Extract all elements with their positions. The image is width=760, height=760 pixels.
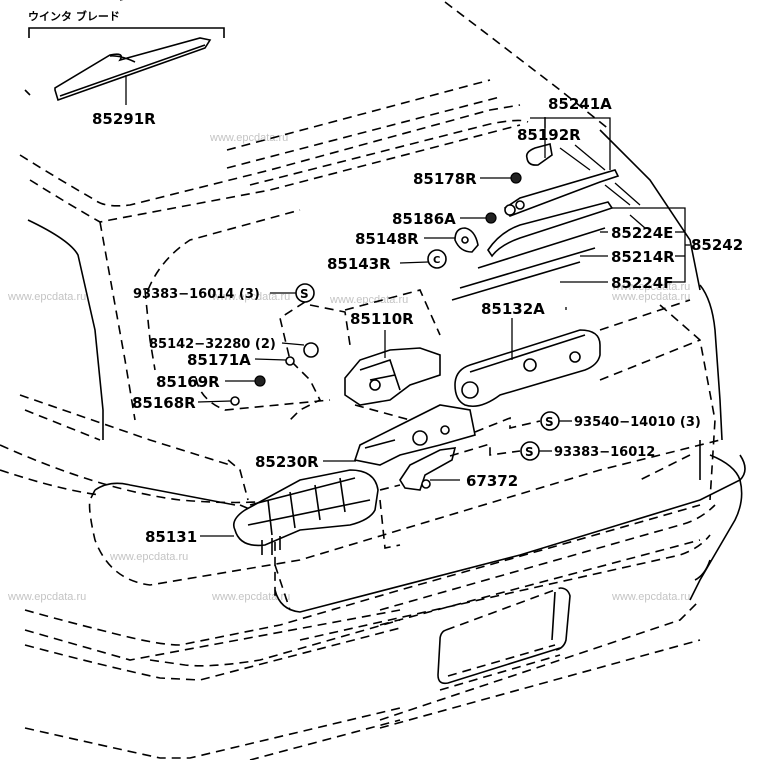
- cover-85131[interactable]: [232, 469, 379, 547]
- watermark: www.epcdata.ru: [109, 551, 188, 563]
- part-label-85291R[interactable]: 85291R: [92, 110, 156, 128]
- part-label-85168R[interactable]: 85168R: [132, 394, 196, 412]
- part-label-85131[interactable]: 85131: [145, 528, 197, 546]
- part-label-85171A[interactable]: 85171A: [187, 351, 251, 369]
- nut-85169R[interactable]: [254, 375, 266, 387]
- watermark: www.epcdata.ru: [611, 291, 690, 303]
- motor-assembly: S S S: [227, 283, 601, 555]
- part-label-85186A[interactable]: 85186A: [392, 210, 456, 228]
- rubber-85224F[interactable]: [451, 261, 581, 301]
- rubber-85224E[interactable]: [477, 227, 606, 269]
- watermark: www.epcdata.ru: [209, 132, 288, 144]
- wiper-arm-85241A[interactable]: [503, 169, 620, 217]
- wiper-blade-85291R[interactable]: [54, 37, 212, 102]
- part-labels: 85291R 85241A 85192R 85178R 85186A 85148…: [92, 95, 743, 546]
- clip-85171A[interactable]: [285, 356, 295, 366]
- cap-85142-32280[interactable]: [303, 342, 319, 358]
- svg-text:C: C: [433, 255, 440, 266]
- watermark: www.epcdata.ru: [7, 291, 86, 303]
- washer-85168R[interactable]: [230, 396, 240, 406]
- part-label-93383-16014[interactable]: 93383−16014 (3): [133, 287, 260, 302]
- rubber-85214R[interactable]: [459, 247, 596, 289]
- watermarks: www.epcdata.ru www.epcdata.ru www.epcdat…: [7, 132, 690, 603]
- part-label-85214R[interactable]: 85214R: [611, 248, 675, 266]
- connector-67372[interactable]: [399, 447, 457, 491]
- part-label-85132A[interactable]: 85132A: [481, 300, 545, 318]
- svg-text:S: S: [300, 287, 309, 301]
- watermark: www.epcdata.ru: [7, 591, 86, 603]
- leader-lines: [197, 177, 608, 537]
- wiper-blade-inset: ウインタ ブレード: [28, 9, 225, 105]
- watermark: www.epcdata.ru: [611, 281, 690, 293]
- inset-bracket: [28, 27, 225, 38]
- wiper-arm-assembly: C: [427, 117, 690, 301]
- washer-85186A[interactable]: [485, 212, 497, 224]
- watermark: www.epcdata.ru: [211, 591, 290, 603]
- watermark: www.epcdata.ru: [329, 294, 408, 306]
- part-label-85143R[interactable]: 85143R: [327, 255, 391, 273]
- grommet-85143R[interactable]: [427, 249, 447, 269]
- nut-85178R[interactable]: [510, 172, 522, 184]
- part-label-67372[interactable]: 67372: [466, 472, 518, 490]
- part-label-85224F[interactable]: 85224F: [611, 274, 673, 292]
- part-label-85242[interactable]: 85242: [691, 236, 743, 254]
- part-label-85241A[interactable]: 85241A: [548, 95, 612, 113]
- blade-title-jp: ウインタ ブレード: [28, 9, 120, 23]
- part-label-85224E[interactable]: 85224E: [611, 224, 673, 242]
- part-label-85169R[interactable]: 85169R: [156, 373, 220, 391]
- part-label-85192R[interactable]: 85192R: [517, 126, 581, 144]
- watermark: www.epcdata.ru: [611, 591, 690, 603]
- part-label-85142-32280[interactable]: 85142−32280 (2): [149, 337, 276, 352]
- part-label-85178R[interactable]: 85178R: [413, 170, 477, 188]
- watermark: www.epcdata.ru: [211, 291, 290, 303]
- part-label-93540-14010[interactable]: 93540−14010 (3): [574, 415, 701, 430]
- part-label-85230R[interactable]: 85230R: [255, 453, 319, 471]
- wiper-motor-85110R[interactable]: [344, 347, 441, 406]
- cap-85192R[interactable]: [525, 143, 553, 166]
- part-label-85110R[interactable]: 85110R: [350, 310, 414, 328]
- part-label-85148R[interactable]: 85148R: [355, 230, 419, 248]
- arm-pivot: [504, 204, 516, 216]
- svg-text:S: S: [545, 415, 554, 429]
- blade-85242[interactable]: [487, 201, 614, 258]
- part-label-93383-16012[interactable]: 93383−16012: [554, 445, 655, 460]
- svg-text:S: S: [525, 445, 534, 459]
